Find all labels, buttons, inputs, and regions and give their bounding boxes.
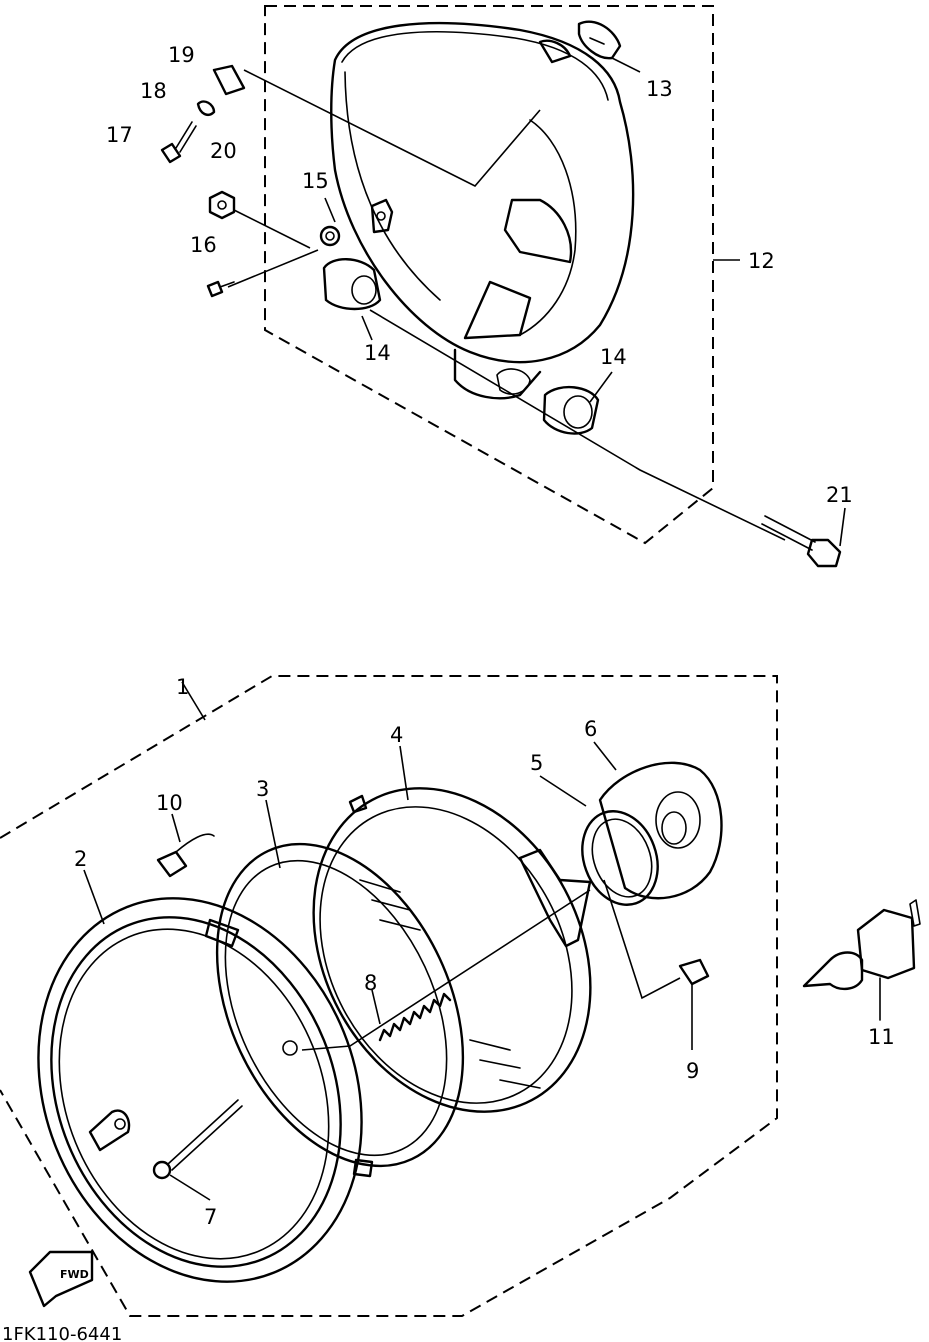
part-6-cover — [598, 761, 723, 900]
callout-16: 16 — [190, 233, 217, 257]
drawing-code: 1FK110-6441 — [2, 1324, 122, 1342]
callout-14-right: 14 — [600, 345, 627, 369]
callout-17: 17 — [106, 123, 133, 147]
part-3-ring — [204, 842, 465, 1178]
callout-5: 5 — [530, 751, 543, 775]
callout-13: 13 — [646, 77, 673, 101]
part-20-nut — [208, 190, 236, 220]
fwd-label: FWD — [60, 1268, 89, 1281]
callout-10: 10 — [156, 791, 183, 815]
callout-19: 19 — [168, 43, 195, 67]
group-12-boundary — [264, 5, 714, 545]
callout-11: 11 — [868, 1025, 895, 1049]
part-7-screw — [152, 1040, 298, 1180]
part-14-grommet-right — [542, 385, 600, 435]
callout-7: 7 — [204, 1205, 217, 1229]
callout-20: 20 — [210, 139, 237, 163]
part-19-plate — [212, 64, 246, 96]
part-2-rim — [37, 897, 363, 1283]
callout-2: 2 — [74, 847, 87, 871]
callout-18: 18 — [140, 79, 167, 103]
part-10-wire-clip — [156, 833, 215, 878]
callout-8: 8 — [364, 971, 377, 995]
part-8-spring — [378, 992, 452, 1042]
upper-leader-lines — [227, 57, 846, 547]
part-17-bolt — [160, 121, 197, 164]
part-11-bulb — [802, 899, 921, 1021]
part-18-washer — [196, 100, 216, 116]
part-4-lens — [312, 787, 592, 1113]
callout-12: 12 — [748, 249, 775, 273]
part-21-bolt — [761, 515, 842, 568]
callout-21: 21 — [826, 483, 853, 507]
callout-15: 15 — [302, 169, 329, 193]
callout-1: 1 — [176, 675, 189, 699]
part-9-clip — [678, 958, 710, 986]
callout-9: 9 — [686, 1059, 699, 1083]
fwd-arrow-icon — [28, 1250, 94, 1308]
part-14-grommet-left — [322, 258, 382, 311]
callout-6: 6 — [584, 717, 597, 741]
lower-leader-lines — [83, 681, 693, 1201]
headlight-housing — [330, 21, 635, 400]
callout-4: 4 — [390, 723, 403, 747]
callout-3: 3 — [256, 777, 269, 801]
part-16-screw — [206, 280, 235, 298]
part-15-nut — [319, 225, 341, 247]
callout-14-left: 14 — [364, 341, 391, 365]
group-1-boundary — [0, 675, 778, 1317]
